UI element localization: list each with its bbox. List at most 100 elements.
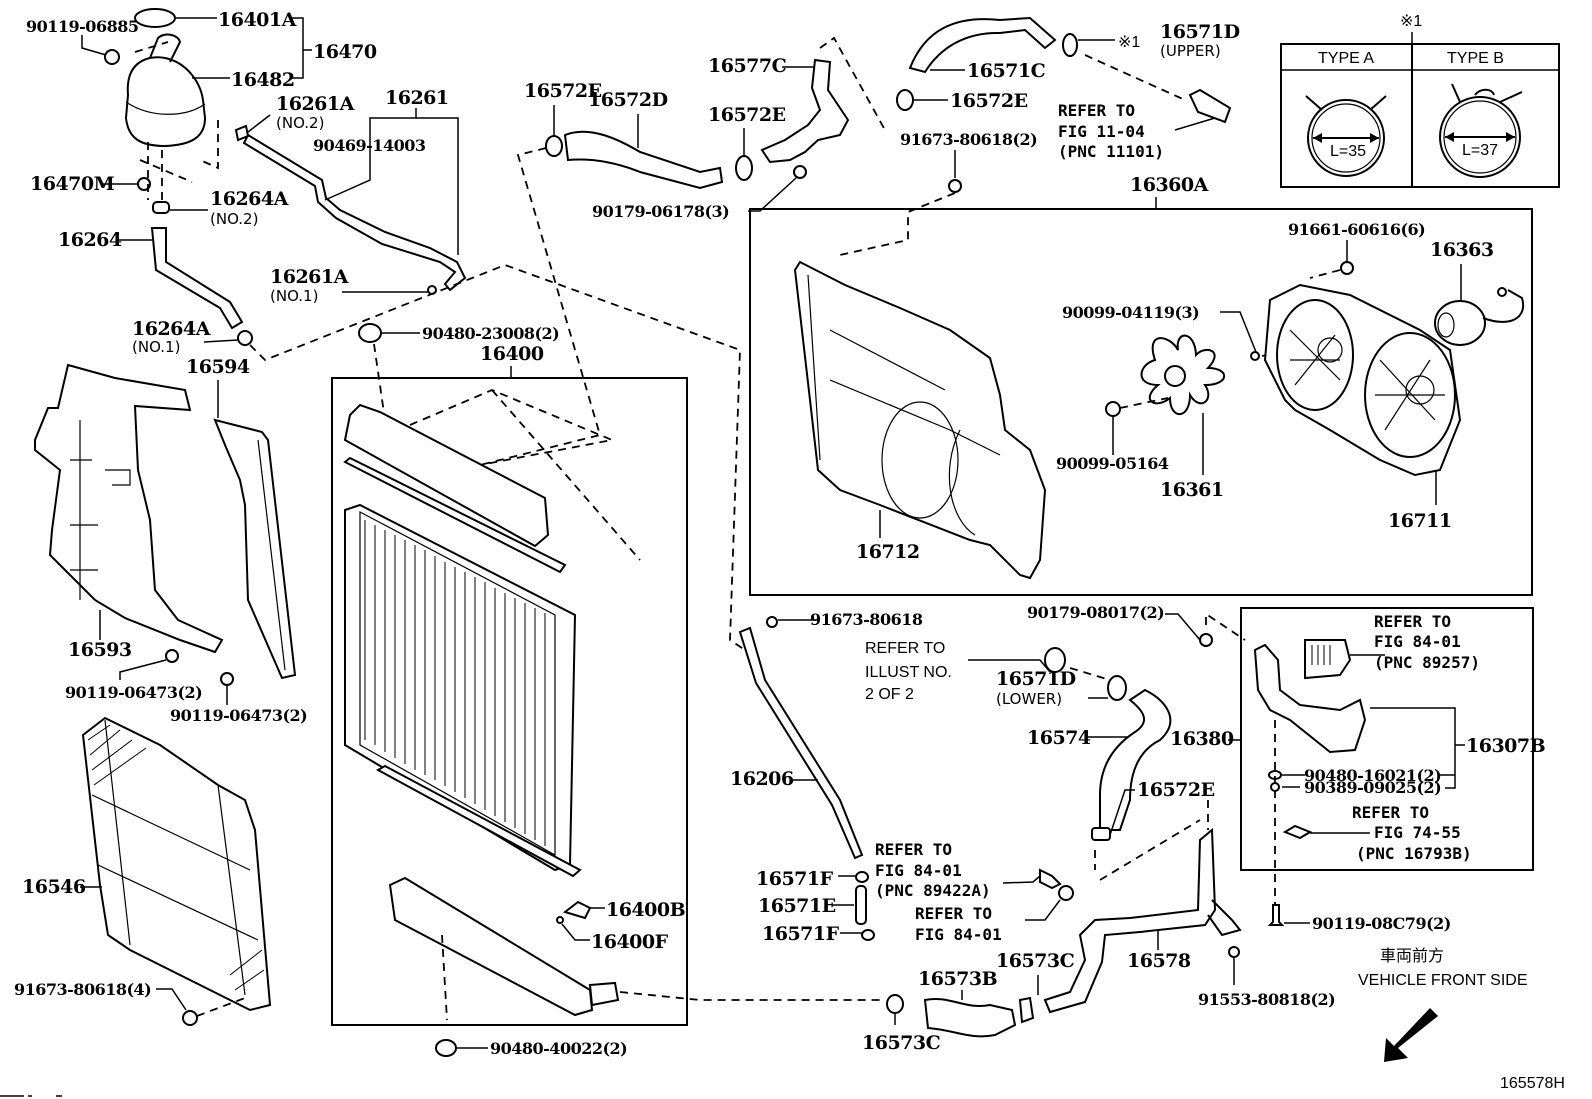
label-90480-23008: 90480-23008(2) <box>422 324 559 343</box>
clamp-16571D-lower[interactable] <box>1107 675 1127 701</box>
label-16571F-a: 16571F <box>756 868 834 890</box>
hose-16572D[interactable] <box>563 130 724 190</box>
bolt-90119-06473-b[interactable] <box>220 672 234 686</box>
label-91553-80818: 91553-80818(2) <box>1198 990 1335 1009</box>
bolt-90119-06473-a[interactable] <box>165 649 179 663</box>
lower-outlet[interactable] <box>588 981 620 1007</box>
module-89257[interactable] <box>1304 639 1352 680</box>
hose-16571E[interactable] <box>855 885 867 925</box>
reservoir-cap[interactable] <box>134 8 176 28</box>
support-mesh <box>87 724 265 991</box>
label-16264: 16264 <box>58 229 122 251</box>
label-16470: 16470 <box>313 41 377 63</box>
ref-fig-84-01-89422A-line2: FIG 84-01 <box>875 861 962 880</box>
bolt-91673-80618[interactable] <box>766 616 778 628</box>
label-16307B: 16307B <box>1466 735 1546 757</box>
bolt-90119-08C79[interactable] <box>1267 904 1285 926</box>
radiator-support-16546[interactable] <box>81 716 272 1012</box>
lower-hoses-group: 91673-80618 16206 16571F 16571E 16571F R… <box>730 603 1336 1054</box>
ref-fig-84-01-89257-line2: FIG 84-01 <box>1374 632 1461 651</box>
reservoir-tank[interactable] <box>124 56 207 148</box>
clamp-16573C-b[interactable] <box>1018 996 1035 1024</box>
shroud-16712[interactable] <box>793 260 1047 580</box>
gasket-fig-84-01[interactable] <box>1058 885 1074 901</box>
label-16261A-no1: 16261A <box>270 266 349 288</box>
label-91661-60616: 91661-60616(6) <box>1288 220 1425 239</box>
label-16572E-c: 16572E <box>950 90 1028 112</box>
ref-fig-74-55-line1: REFER TO <box>1352 803 1429 822</box>
pipe-16206[interactable] <box>738 626 864 860</box>
marker-clamp-type: ※1 <box>1400 13 1422 30</box>
bolt-91673-80618-4[interactable] <box>182 1010 198 1026</box>
lower-gasket[interactable] <box>375 764 582 878</box>
label-16400F: 16400F <box>591 931 669 953</box>
clamp-16571F-b[interactable] <box>861 929 875 941</box>
bolt-91553-80818[interactable] <box>1228 946 1240 958</box>
clamp-type-b-dimension: L=37 <box>1462 142 1498 159</box>
radiator-support-group: 16546 91673-80618(4) <box>14 716 272 1026</box>
pipe-16577C[interactable] <box>760 58 850 164</box>
clamp-16572E-a[interactable] <box>545 135 563 157</box>
ref-fig-84-01-89257-line3: (PNC 89257) <box>1374 653 1480 672</box>
figure-id: 165578H <box>1500 1075 1565 1092</box>
clamp-16571F-a[interactable] <box>855 871 869 883</box>
vehicle-front-japanese: 車両前方 <box>1380 947 1444 965</box>
label-16571D-lower: 16571D <box>996 668 1076 690</box>
nut-90179-06178[interactable] <box>793 165 807 179</box>
fan-motor-16363[interactable] <box>1434 300 1486 346</box>
label-16264A-no1-sub: (NO.1) <box>132 338 180 356</box>
label-90119-06473-b: 90119-06473(2) <box>170 706 307 725</box>
screw-90099-04119[interactable] <box>1250 351 1260 361</box>
label-16577C: 16577C <box>708 55 787 77</box>
label-16361: 16361 <box>1160 479 1224 501</box>
clamp-16264A-no2[interactable] <box>152 201 170 214</box>
lower-tank[interactable] <box>388 876 594 1017</box>
clamp-16571D-upper[interactable] <box>1062 33 1078 57</box>
fan-16361[interactable] <box>1140 334 1226 416</box>
clamp-16264A-no1[interactable] <box>237 330 253 346</box>
oring-16400F[interactable] <box>556 916 564 924</box>
cushion-90480-23008[interactable] <box>358 323 382 343</box>
hose-16571C[interactable] <box>908 16 1057 74</box>
marker-clamp-type-upper: ※1 <box>1118 34 1140 51</box>
ref-illust-2of2-line3: 2 OF 2 <box>865 686 914 703</box>
nut-90099-05164[interactable] <box>1105 401 1121 417</box>
hose-16574[interactable] <box>1099 688 1172 831</box>
hose-16264[interactable] <box>150 227 244 330</box>
clamp-illust-2of2[interactable] <box>1044 647 1066 673</box>
label-16572E-a: 16572E <box>524 80 602 102</box>
sensor-89422A[interactable] <box>1039 868 1062 890</box>
label-plate-16793B[interactable] <box>1282 824 1313 840</box>
seal-16594[interactable] <box>213 418 297 680</box>
ref-fig-84-01-line1: REFER TO <box>915 904 992 923</box>
clamp-16572E-c[interactable] <box>896 89 914 111</box>
bolt-90119-06885[interactable] <box>104 49 120 65</box>
radiator-group: 16400 90480-23008(2) 90480-40022(2) 1640… <box>331 323 880 1058</box>
cushion-90480-40022[interactable] <box>435 1039 457 1057</box>
hose-16573B[interactable] <box>923 998 1017 1038</box>
label-90119-08C79: 90119-08C79(2) <box>1312 914 1451 933</box>
ref-fig-84-01-89422A-line1: REFER TO <box>875 840 952 859</box>
clamp-type-b-label: TYPE B <box>1447 50 1504 67</box>
label-16571D-upper-sub: (UPPER) <box>1160 42 1221 60</box>
fan-shroud-16711[interactable] <box>1263 283 1462 477</box>
label-90480-40022: 90480-40022(2) <box>490 1039 627 1058</box>
drain-cock-16400B[interactable] <box>562 900 592 920</box>
bracket-16380[interactable] <box>1253 643 1367 754</box>
ref-fig-74-55-line3: (PNC 16793B) <box>1356 844 1472 863</box>
nut-90179-08017[interactable] <box>1199 633 1213 647</box>
collar-90389-09025[interactable] <box>1270 782 1280 792</box>
upper-gasket[interactable] <box>343 456 567 574</box>
label-16573C-a: 16573C <box>862 1032 941 1054</box>
label-16264A-no2-sub: (NO.2) <box>210 210 258 228</box>
seal-16593[interactable] <box>34 363 224 654</box>
bolt-91661-60616[interactable] <box>1340 261 1354 275</box>
label-16573C-b: 16573C <box>996 950 1075 972</box>
clamp-16573C-a[interactable] <box>886 994 904 1014</box>
clamp-16572E-b[interactable] <box>735 155 753 181</box>
clamp-16261A-no2[interactable] <box>234 124 250 142</box>
bolt-91673-80618-2[interactable] <box>948 179 962 193</box>
clamp-16572E-d[interactable] <box>1091 827 1111 841</box>
pipe-16578[interactable] <box>1043 827 1217 1014</box>
